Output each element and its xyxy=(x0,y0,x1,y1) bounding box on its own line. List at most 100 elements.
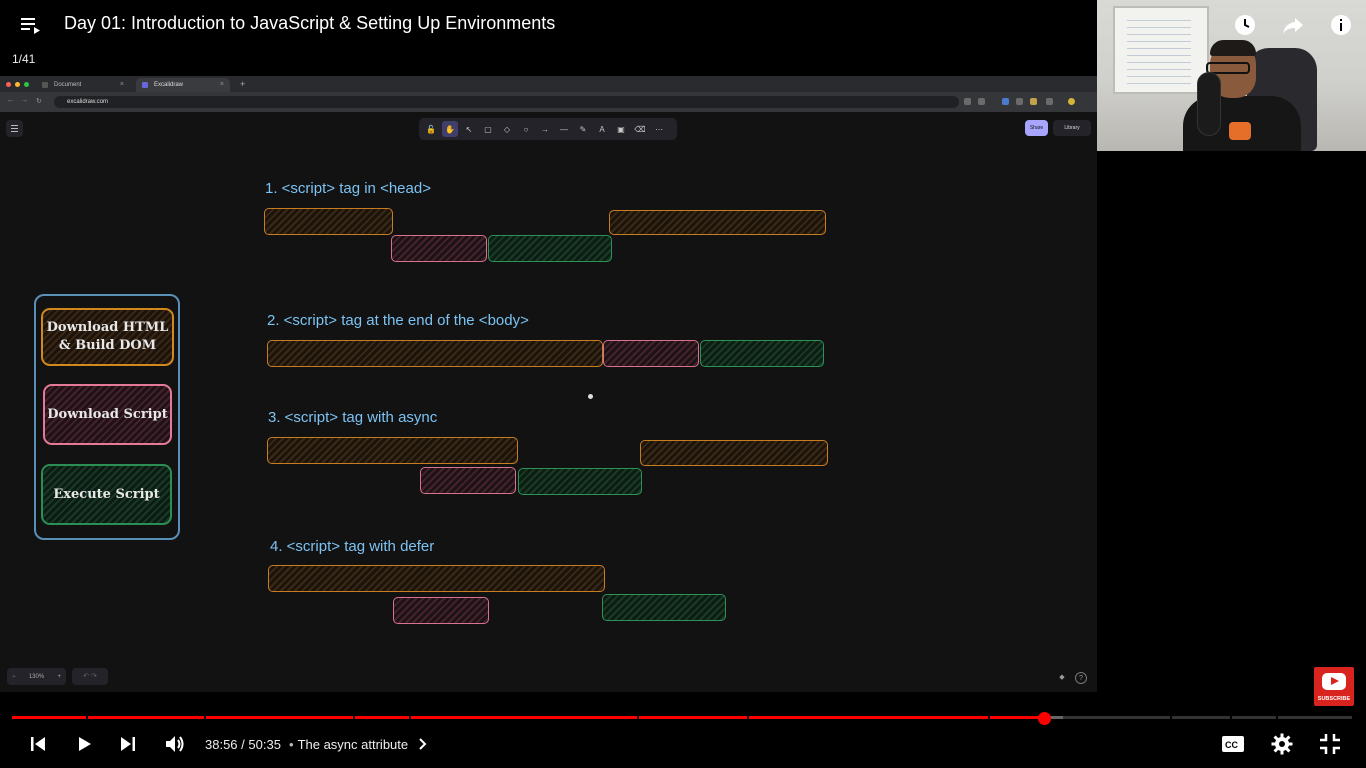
rectangle-icon: ▢ xyxy=(484,124,492,134)
help-icon: ? xyxy=(1075,672,1087,684)
bar-download-script xyxy=(391,235,487,262)
webcam-overlay xyxy=(1097,0,1366,151)
info-icon[interactable] xyxy=(1326,10,1356,40)
section-label-body-end: 2. <script> tag at the end of the <body> xyxy=(267,312,529,329)
progress-segment[interactable] xyxy=(12,716,86,719)
share-button: Share xyxy=(1025,120,1048,136)
time-separator: / xyxy=(241,737,245,752)
chevron-right-icon xyxy=(419,738,427,750)
maximize-dot xyxy=(24,82,29,87)
browser-tab-document: Document × xyxy=(36,78,130,92)
time-display: 38:56 / 50:35 xyxy=(205,737,281,752)
draw-icon: ✎ xyxy=(579,124,587,134)
bar-download-html xyxy=(264,208,393,235)
lock-icon: 🔓 xyxy=(426,124,436,134)
legend-download-html: Download HTML & Build DOM xyxy=(41,308,174,366)
progress-segment[interactable] xyxy=(206,716,353,719)
tab-favicon xyxy=(42,82,48,88)
volume-icon[interactable] xyxy=(162,731,188,757)
tab-close-icon: × xyxy=(119,81,124,88)
microphone xyxy=(1197,72,1221,136)
progress-segment[interactable] xyxy=(1278,716,1352,719)
duration: 50:35 xyxy=(248,737,281,752)
top-actions xyxy=(1230,10,1356,40)
image-icon: ▣ xyxy=(617,124,625,134)
library-button: Library xyxy=(1053,120,1091,136)
zoom-controls: − 130% + xyxy=(7,668,66,685)
undo-redo-controls: ↶ ↷ xyxy=(72,668,108,685)
svg-text:CC: CC xyxy=(1225,740,1238,750)
close-dot xyxy=(6,82,11,87)
shield-icon: ◆ xyxy=(1059,674,1065,681)
new-tab-icon: + xyxy=(240,79,246,89)
playlist-index: 1/41 xyxy=(12,52,36,66)
play-button[interactable] xyxy=(71,731,97,757)
arrow-icon: → xyxy=(541,124,549,134)
share-icon[interactable] xyxy=(1278,10,1308,40)
bar-execute-script xyxy=(518,468,642,495)
profile-avatar xyxy=(1068,98,1075,105)
progress-segment[interactable] xyxy=(1045,716,1064,719)
progress-segment[interactable] xyxy=(749,716,988,719)
section-label-async: 3. <script> tag with async xyxy=(268,409,438,426)
selection-icon: ↖ xyxy=(465,124,473,134)
section-label-defer: 4. <script> tag with defer xyxy=(270,538,435,555)
bar-download-script xyxy=(603,340,699,367)
tab-close-icon: × xyxy=(219,81,224,88)
bar-execute-script xyxy=(488,235,612,262)
bar-download-html xyxy=(267,340,603,367)
top-overlay: Day 01: Introduction to JavaScript & Set… xyxy=(0,0,1097,75)
exit-fullscreen-icon[interactable] xyxy=(1317,731,1343,757)
progress-segment[interactable] xyxy=(1063,716,1170,719)
browser-tab-excalidraw: Excalidraw × xyxy=(136,78,230,92)
bar-download-script xyxy=(420,467,516,494)
subscribe-watermark[interactable]: SUBSCRIBE xyxy=(1314,667,1354,706)
bar-download-html xyxy=(267,437,518,464)
current-time: 38:56 xyxy=(205,737,238,752)
reload-icon: ↻ xyxy=(36,98,42,105)
hand-icon: ✋ xyxy=(442,121,458,137)
progress-segment[interactable] xyxy=(88,716,204,719)
bar-download-html xyxy=(609,210,826,235)
progress-segment[interactable] xyxy=(639,716,747,719)
chapter-button[interactable]: •The async attribute xyxy=(289,737,428,752)
menu-icon xyxy=(6,120,23,137)
chapter-title: The async attribute xyxy=(297,737,409,752)
next-button[interactable] xyxy=(115,731,141,757)
legend-frame: Download HTML & Build DOM Download Scrip… xyxy=(34,294,180,540)
mouse-cursor xyxy=(588,394,593,399)
progress-segment[interactable] xyxy=(1172,716,1230,719)
progress-segment[interactable] xyxy=(1232,716,1276,719)
progress-segment[interactable] xyxy=(355,716,409,719)
back-icon: ← xyxy=(7,97,14,104)
previous-button[interactable] xyxy=(25,731,51,757)
url-field: excalidraw.com xyxy=(54,96,959,108)
progress-segment[interactable] xyxy=(411,716,637,719)
settings-gear-icon[interactable] xyxy=(1269,731,1295,757)
ellipse-icon: ○ xyxy=(523,124,529,134)
browser-tab-strip: Document × Excalidraw × + xyxy=(0,76,1097,92)
legend-execute-script: Execute Script xyxy=(41,464,172,525)
youtube-logo-icon xyxy=(1322,673,1346,690)
captions-button[interactable]: CC xyxy=(1220,731,1246,757)
more-tools-icon: ⋯ xyxy=(655,124,663,134)
progress-segment[interactable] xyxy=(990,716,1046,719)
diamond-icon: ◇ xyxy=(503,124,511,134)
forward-icon: → xyxy=(21,97,28,104)
bar-download-script xyxy=(393,597,489,624)
video-frame[interactable]: Document × Excalidraw × + ← → ↻ excalidr… xyxy=(0,76,1097,692)
zoom-in-icon: + xyxy=(57,673,61,680)
video-title[interactable]: Day 01: Introduction to JavaScript & Set… xyxy=(64,13,556,33)
section-label-head: 1. <script> tag in <head> xyxy=(265,180,431,197)
excalidraw-canvas: 🔓✋↖▢◇○→—✎A▣⌫⋯ Share Library Download HTM… xyxy=(0,112,1097,692)
progress-bar[interactable] xyxy=(12,716,1354,719)
bar-download-html xyxy=(268,565,605,592)
eraser-icon: ⌫ xyxy=(634,124,646,134)
playlist-icon[interactable] xyxy=(20,14,42,36)
chapter-dot: • xyxy=(289,737,294,752)
bar-download-html xyxy=(640,440,828,466)
legend-download-script: Download Script xyxy=(43,384,172,445)
scrubber-handle[interactable] xyxy=(1038,712,1051,725)
watch-later-icon[interactable] xyxy=(1230,10,1260,40)
excalidraw-toolbar: 🔓✋↖▢◇○→—✎A▣⌫⋯ xyxy=(419,118,677,140)
